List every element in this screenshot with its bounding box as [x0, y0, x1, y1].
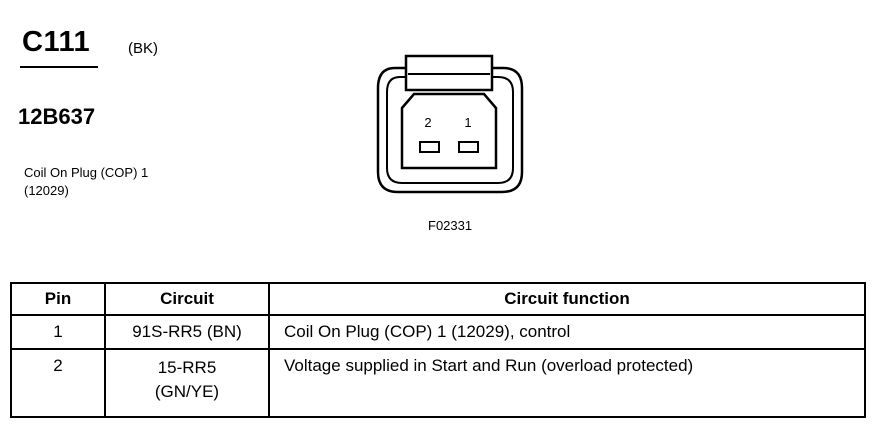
header-pin: Pin [10, 282, 106, 316]
figure-id: F02331 [428, 218, 473, 233]
circuit-function-cell: Voltage supplied in Start and Run (overl… [268, 348, 866, 418]
connector-color: (BK) [128, 40, 158, 57]
circuit-function-cell: Coil On Plug (COP) 1 (12029), control [268, 314, 866, 350]
terminal-slot-1 [458, 141, 479, 153]
terminal-slot-2 [419, 141, 440, 153]
circuit-cell: 91S-RR5 (BN) [104, 314, 270, 350]
header-circuit-function: Circuit function [268, 282, 866, 316]
pin-cell: 1 [10, 314, 106, 350]
pin-table: Pin Circuit Circuit function 1 91S-RR5 (… [10, 282, 866, 418]
table-row: 1 91S-RR5 (BN) Coil On Plug (COP) 1 (120… [10, 314, 866, 350]
component-code: (12029) [24, 183, 69, 198]
connector-id: C111 [22, 26, 91, 58]
pin-cell: 2 [10, 348, 106, 418]
connector-face-diagram: 2 1 [376, 54, 524, 194]
circuit-cell: 15-RR5 (GN/YE) [104, 348, 270, 418]
component-name: Coil On Plug (COP) 1 [24, 165, 149, 180]
connector-inner-housing [386, 76, 514, 184]
connector-cavity-block [400, 92, 498, 170]
connector-outer-housing [376, 66, 524, 194]
connector-id-underline [20, 66, 98, 68]
table-row: 2 15-RR5 (GN/YE) Voltage supplied in Sta… [10, 348, 866, 418]
header-circuit: Circuit [104, 282, 270, 316]
circuit-line-2: (GN/YE) [154, 382, 220, 401]
pin-label-2: 2 [424, 115, 431, 130]
part-number: 12B637 [18, 104, 96, 129]
table-header-row: Pin Circuit Circuit function [10, 282, 866, 316]
circuit-line-1: 15-RR5 [157, 358, 217, 377]
pin-label-1: 1 [464, 115, 471, 130]
